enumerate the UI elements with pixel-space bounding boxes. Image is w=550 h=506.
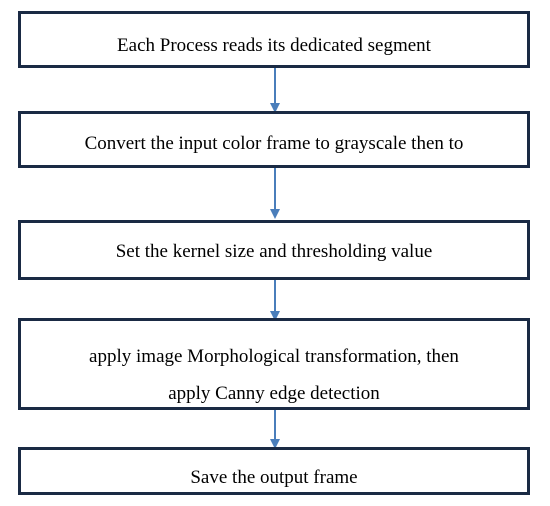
step-text-save-output: Save the output frame xyxy=(190,467,358,488)
step-text-apply-morphology-line-2: apply Canny edge detection xyxy=(168,383,380,404)
step-text-convert-grayscale: Convert the input color frame to graysca… xyxy=(84,133,464,154)
step-box-convert-grayscale: Convert the input color frame to graysca… xyxy=(18,111,530,168)
step-box-read-segment: Each Process reads its dedicated segment xyxy=(18,11,530,68)
step-text-set-kernel: Set the kernel size and thresholding val… xyxy=(115,241,433,262)
step-box-apply-morphology: apply image Morphological transformation… xyxy=(18,318,530,410)
step-text-read-segment: Each Process reads its dedicated segment xyxy=(117,35,431,56)
step-box-set-kernel: Set the kernel size and thresholding val… xyxy=(18,220,530,280)
step-text-apply-morphology-line-1: apply image Morphological transformation… xyxy=(89,346,459,367)
step-box-save-output: Save the output frame xyxy=(18,447,530,495)
